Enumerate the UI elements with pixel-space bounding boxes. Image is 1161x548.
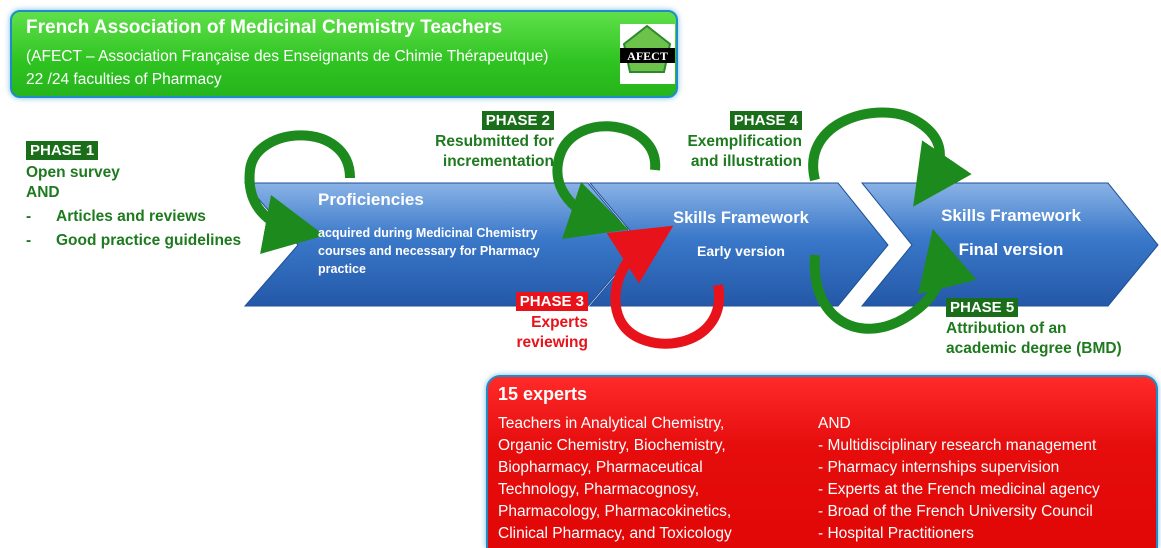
experts-box: 15 experts Teachers in Analytical Chemis… bbox=[486, 375, 1158, 548]
experts-right-line: - Multidisciplinary research management bbox=[818, 437, 1097, 454]
phase1-line2: AND bbox=[26, 184, 60, 201]
phase4-tag: PHASE 4 bbox=[729, 111, 802, 130]
early-version-title: Skills Framework bbox=[673, 209, 809, 227]
phase3-tag: PHASE 3 bbox=[515, 292, 588, 311]
proficiencies-title: Proficiencies bbox=[318, 190, 424, 209]
phase5-line2: academic degree (BMD) bbox=[946, 340, 1122, 357]
experts-left-line: Technology, Pharmacognosy, bbox=[498, 481, 700, 498]
phase3-line2: reviewing bbox=[516, 334, 589, 351]
phase3-loop-arrow bbox=[606, 225, 725, 349]
phase5-block: PHASE 5 Attribution of an academic degre… bbox=[946, 298, 1122, 359]
early-version-subtitle: Early version bbox=[697, 243, 785, 259]
phase2-loop-arrow bbox=[552, 121, 661, 239]
phase1-bullet-2: -Good practice guidelines bbox=[26, 232, 242, 249]
phase1-bullet-1: -Articles and reviews bbox=[26, 208, 206, 225]
experts-left-line: Pharmacology, Pharmacokinetics, bbox=[498, 503, 732, 520]
phase2-line2: incrementation bbox=[442, 153, 554, 170]
phase4-line2: and illustration bbox=[690, 153, 802, 170]
experts-left-line: Teachers in Analytical Chemistry, bbox=[498, 415, 725, 432]
experts-left-column: Teachers in Analytical Chemistry, Organi… bbox=[498, 413, 732, 545]
afect-full-name: (AFECT – Association Française des Ensei… bbox=[26, 48, 549, 65]
afect-title: French Association of Medicinal Chemistr… bbox=[26, 17, 503, 38]
phase1-loop-arrow bbox=[244, 130, 355, 255]
phase2-block: PHASE 2 Resubmitted for incrementation bbox=[420, 111, 554, 172]
afect-logo-text: AFECT bbox=[627, 49, 668, 63]
phase2-tag: PHASE 2 bbox=[481, 111, 554, 130]
phase4-line1: Exemplification bbox=[687, 133, 802, 150]
phase5-line1: Attribution of an bbox=[946, 320, 1067, 337]
experts-right-column: AND - Multidisciplinary research managem… bbox=[818, 413, 1100, 545]
experts-right-line: AND bbox=[818, 415, 851, 432]
experts-title: 15 experts bbox=[498, 384, 588, 404]
experts-right-line: - Experts at the French medicinal agency bbox=[818, 481, 1100, 498]
experts-left-line: Organic Chemistry, Biochemistry, bbox=[498, 437, 726, 454]
experts-left-line: Biopharmacy, Pharmaceutical bbox=[498, 459, 703, 476]
experts-left-line: Clinical Pharmacy, and Toxicology bbox=[498, 525, 732, 542]
experts-right-line: - Hospital Practitioners bbox=[818, 525, 974, 542]
proficiencies-description: acquired during Medicinal Chemistry cour… bbox=[318, 226, 540, 276]
phase2-line1: Resubmitted for bbox=[435, 133, 554, 150]
experts-right-line: - Pharmacy internships supervision bbox=[818, 459, 1060, 476]
phase4-loop-arrow bbox=[808, 107, 972, 207]
phase3-block: PHASE 3 Experts reviewing bbox=[480, 292, 588, 353]
afect-logo: AFECT bbox=[620, 24, 675, 84]
phase5-tag: PHASE 5 bbox=[946, 298, 1019, 317]
experts-right-line: - Broad of the French University Council bbox=[818, 503, 1093, 520]
phase5-loop-arrow bbox=[809, 228, 977, 334]
phase1-block: PHASE 1 Open survey AND -Articles and re… bbox=[26, 141, 241, 251]
afect-info-box: French Association of Medicinal Chemistr… bbox=[10, 10, 678, 98]
final-version-title: Skills Framework bbox=[941, 206, 1081, 225]
afect-logo-icon: AFECT bbox=[620, 24, 675, 73]
phase1-line1: Open survey bbox=[26, 164, 120, 181]
afect-faculties: 22 /24 faculties of Pharmacy bbox=[26, 71, 222, 88]
phase3-line1: Experts bbox=[531, 314, 588, 331]
final-version-subtitle: Final version bbox=[958, 240, 1064, 259]
phase1-tag: PHASE 1 bbox=[26, 141, 99, 160]
phase4-block: PHASE 4 Exemplification and illustration bbox=[676, 111, 802, 172]
